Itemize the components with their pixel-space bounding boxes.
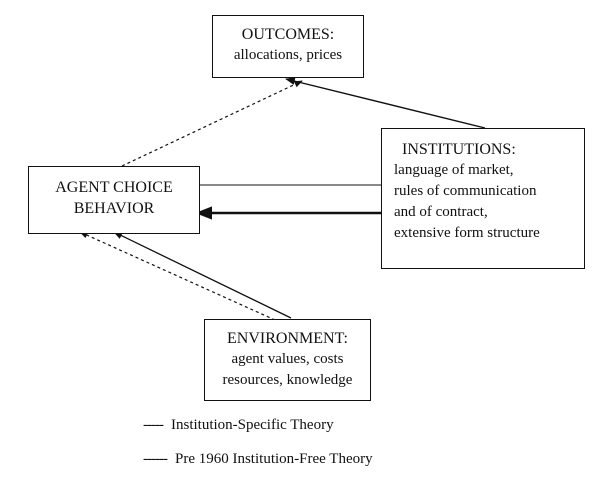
- institutions-line: extensive form structure: [394, 225, 540, 241]
- legend-solid-marker: -----: [143, 417, 164, 433]
- agent-title-line2: BEHAVIOR: [73, 200, 155, 217]
- environment-line: resources, knowledge: [222, 372, 353, 388]
- arrow-environment-to-agent-solid: [113, 231, 292, 319]
- outcomes-text: allocations, prices: [233, 47, 343, 63]
- institutions-line: and of contract,: [394, 204, 488, 220]
- institutions-box: INSTITUTIONS: language of market, rules …: [381, 128, 585, 269]
- environment-line: agent values, costs: [231, 351, 344, 367]
- environment-box: ENVIRONMENT: agent values, costs resourc…: [204, 319, 371, 401]
- arrow-institutions-to-outcomes: [285, 77, 486, 129]
- outcomes-box: OUTCOMES: allocations, prices: [212, 15, 364, 78]
- legend-institution-free-label: Pre 1960 Institution-Free Theory: [174, 451, 373, 467]
- institutions-line: rules of communication: [394, 183, 537, 199]
- agent-title-line1: AGENT CHOICE: [55, 179, 173, 196]
- institutions-title: INSTITUTIONS:: [402, 141, 516, 158]
- legend-institution-specific: ----- Institution-Specific Theory: [143, 417, 334, 434]
- agent-choice-box: AGENT CHOICE BEHAVIOR: [28, 166, 200, 234]
- legend-dotted-marker: ------: [143, 451, 168, 467]
- legend-institution-free: ------ Pre 1960 Institution-Free Theory: [143, 451, 373, 468]
- outcomes-title: OUTCOMES:: [241, 26, 335, 43]
- arrow-agent-to-outcomes: [121, 80, 303, 167]
- legend-institution-specific-label: Institution-Specific Theory: [170, 417, 334, 433]
- institutions-line: language of market,: [394, 162, 514, 178]
- arrow-environment-to-agent-dotted: [79, 231, 276, 321]
- environment-title: ENVIRONMENT:: [227, 330, 348, 347]
